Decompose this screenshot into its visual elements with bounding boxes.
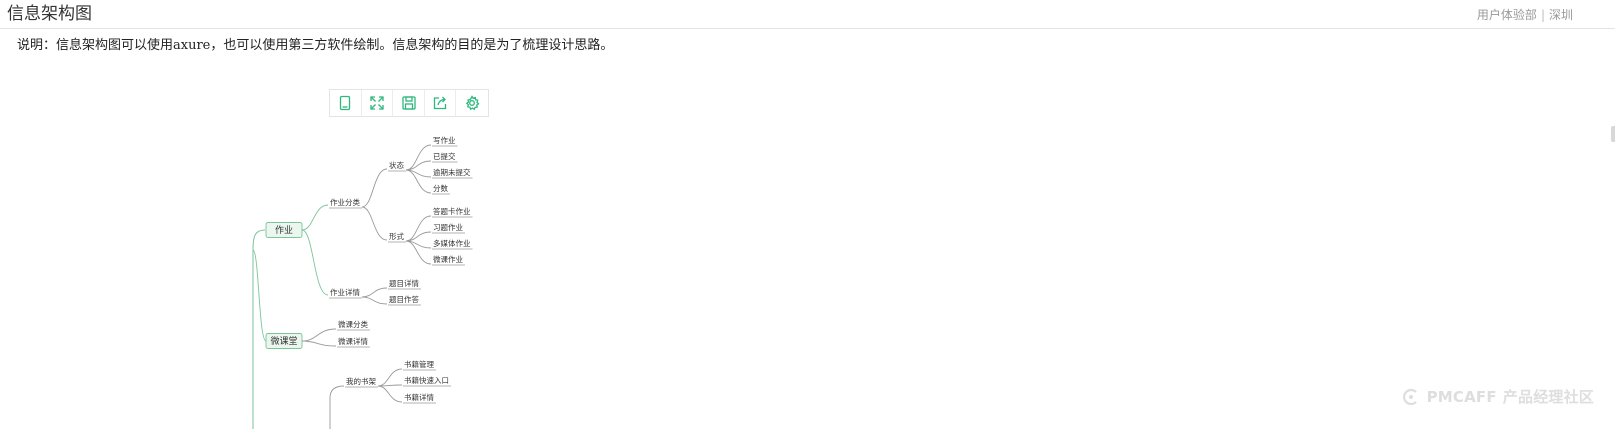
leaf-format-0-label: 答题卡作业	[433, 206, 471, 216]
leaf-detail-0[interactable]: 题目详情	[388, 278, 421, 290]
tablet-button[interactable]	[330, 90, 362, 116]
watermark-brand: PMCAFF	[1426, 387, 1497, 406]
tablet-icon	[340, 95, 351, 111]
node-format[interactable]: 形式	[388, 231, 406, 243]
save-button[interactable]	[393, 90, 425, 116]
leaf-status-3-label: 分数	[433, 183, 448, 193]
node-status-label: 状态	[389, 160, 404, 170]
description-text: 说明：信息架构图可以使用axure，也可以使用第三方软件绘制。信息架构的目的是为…	[17, 38, 614, 53]
connector-line	[252, 249, 267, 342]
leaf-status-0-label: 写作业	[433, 135, 456, 145]
leaf-status-2[interactable]: 逾期未提交	[432, 167, 473, 179]
leaf-bookshelf-1-label: 书籍快速入口	[404, 375, 449, 385]
node-bookshelf-label: 我的书架	[346, 376, 376, 386]
connector-line	[301, 229, 329, 296]
share-icon	[433, 96, 447, 110]
spine-line	[252, 229, 266, 429]
share-button[interactable]	[425, 90, 457, 116]
department-label: 用户体验部	[1476, 8, 1537, 22]
scroll-edge-handle[interactable]	[1611, 126, 1615, 142]
node-homework-category[interactable]: 作业分类	[329, 197, 362, 209]
leaf-status-2-label: 逾期未提交	[433, 167, 471, 177]
connector-line	[329, 385, 345, 429]
leaf-format-3[interactable]: 微课作业	[432, 254, 465, 266]
save-icon	[401, 96, 416, 110]
leaf-microclass-1[interactable]: 微课详情	[337, 336, 370, 348]
root-node-microclass[interactable]: 微课堂	[265, 333, 303, 349]
fullscreen-icon	[370, 96, 384, 110]
header-separator: |	[1540, 8, 1545, 22]
watermark-tagline: 产品经理社区	[1502, 388, 1594, 406]
root-node-microclass-label: 微课堂	[270, 335, 297, 347]
node-homework-detail-label: 作业详情	[330, 287, 360, 297]
connector-line	[301, 328, 337, 342]
page-title: 信息架构图	[7, 4, 92, 24]
connector-line	[405, 144, 432, 171]
pmcaff-logo-icon	[1402, 388, 1417, 405]
connector-line	[301, 204, 329, 231]
node-format-label: 形式	[389, 231, 404, 241]
leaf-detail-0-label: 题目详情	[389, 278, 419, 288]
connector-line	[405, 240, 432, 265]
leaf-bookshelf-2-label: 书籍详情	[404, 392, 434, 402]
leaf-detail-1[interactable]: 题目作答	[388, 294, 421, 306]
leaf-format-1[interactable]: 习题作业	[432, 222, 465, 234]
header-meta: 用户体验部|深圳	[1477, 7, 1573, 23]
leaf-format-2-label: 多媒体作业	[433, 238, 471, 248]
page-header: 信息架构图 用户体验部|深圳	[0, 0, 1615, 29]
connector-line	[361, 206, 388, 241]
leaf-microclass-0[interactable]: 微课分类	[337, 319, 370, 331]
node-status[interactable]: 状态	[388, 160, 406, 172]
leaf-bookshelf-0-label: 书籍管理	[404, 359, 434, 369]
leaf-status-1[interactable]: 已提交	[432, 151, 458, 163]
node-homework-detail[interactable]: 作业详情	[329, 287, 362, 299]
connector-line	[301, 340, 337, 347]
root-node-homework-label: 作业	[275, 224, 293, 236]
connector-line	[377, 385, 403, 403]
connector-line	[405, 169, 432, 194]
leaf-bookshelf-0[interactable]: 书籍管理	[403, 359, 436, 371]
root-node-homework[interactable]: 作业	[265, 222, 303, 238]
leaf-microclass-1-label: 微课详情	[338, 336, 368, 346]
leaf-format-0[interactable]: 答题卡作业	[432, 206, 473, 218]
settings-button[interactable]	[456, 90, 488, 116]
connector-line	[405, 215, 432, 242]
leaf-bookshelf-2[interactable]: 书籍详情	[403, 392, 436, 404]
leaf-microclass-0-label: 微课分类	[338, 319, 368, 329]
leaf-detail-1-label: 题目作答	[389, 294, 419, 304]
city-label: 深圳	[1548, 8, 1573, 22]
diagram-toolbar	[329, 89, 489, 117]
node-bookshelf[interactable]: 我的书架	[345, 376, 378, 388]
leaf-format-2[interactable]: 多媒体作业	[432, 238, 473, 250]
gear-icon	[466, 95, 480, 111]
connector-line	[361, 168, 388, 208]
connector-line	[361, 287, 388, 298]
leaf-bookshelf-1[interactable]: 书籍快速入口	[403, 375, 451, 387]
connector-line	[361, 296, 388, 305]
leaf-format-3-label: 微课作业	[433, 254, 463, 264]
node-homework-category-label: 作业分类	[330, 197, 360, 207]
leaf-status-1-label: 已提交	[433, 151, 456, 161]
leaf-format-1-label: 习题作业	[433, 222, 463, 232]
leaf-status-0[interactable]: 写作业	[432, 135, 458, 147]
fullscreen-button[interactable]	[362, 90, 394, 116]
watermark: PMCAFF 产品经理社区	[1401, 386, 1594, 407]
leaf-status-3[interactable]: 分数	[432, 183, 450, 195]
connector-line	[377, 368, 403, 387]
